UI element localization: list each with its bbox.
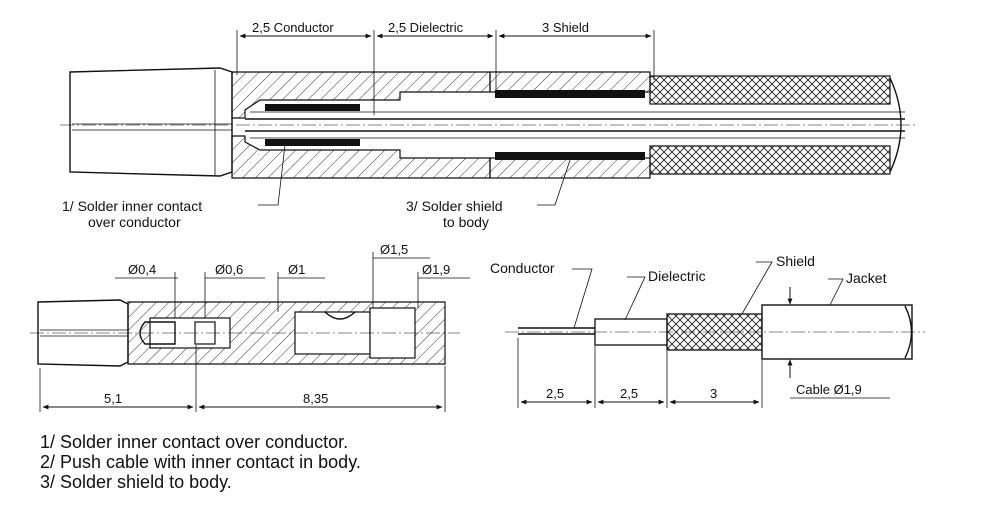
- dim-dielectric-label: 2,5 Dielectric: [388, 20, 464, 35]
- dia-0-4-label: Ø0,4: [128, 262, 156, 277]
- top-body-lower: [231, 135, 491, 179]
- step-3-text: 3/ Solder shield to body.: [40, 472, 232, 492]
- dim-shield-label: 3 Shield: [542, 20, 589, 35]
- callout-1-line1: 1/ Solder inner contact: [62, 198, 202, 214]
- cable-diameter-label: Cable Ø1,9: [796, 382, 862, 397]
- dia-1-label: Ø1: [288, 262, 305, 277]
- cable-jacket-label: Jacket: [846, 270, 887, 286]
- cable-shield-label: Shield: [776, 253, 815, 269]
- dia-1-9-label: Ø1,9: [422, 262, 450, 277]
- top-section-view: 2,5 Conductor 2,5 Dielectric 3 Shield 1/…: [60, 20, 915, 230]
- callout-3-line2: to body: [443, 214, 489, 230]
- len-8-35-label: 8,35: [303, 391, 328, 406]
- inner-contact-view: Ø0,4 Ø0,6 Ø1 Ø1,5 Ø1,9 5,1 8,35: [30, 242, 470, 412]
- cable-dim-c-label: 3: [710, 386, 717, 401]
- dia-1-5-label: Ø1,5: [380, 242, 408, 257]
- cable-dielectric-label: Dielectric: [648, 268, 706, 284]
- callout-3-line1: 3/ Solder shield: [406, 198, 503, 214]
- cable-conductor-label: Conductor: [490, 260, 555, 276]
- top-solder-shield-upper: [495, 90, 645, 98]
- cable-dim-b-label: 2,5: [620, 386, 638, 401]
- top-jacket-lower: [649, 145, 891, 175]
- dia-0-6-label: Ø0,6: [215, 262, 243, 277]
- step-1-text: 1/ Solder inner contact over conductor.: [40, 432, 349, 452]
- step-2-text: 2/ Push cable with inner contact in body…: [40, 452, 361, 472]
- callout-1-line2: over conductor: [88, 214, 181, 230]
- top-solder-shield-lower: [495, 152, 645, 160]
- top-solder-inner-upper: [265, 104, 360, 111]
- dim-conductor-label: 2,5 Conductor: [252, 20, 334, 35]
- len-5-1-label: 5,1: [104, 391, 122, 406]
- top-body-upper: [231, 71, 491, 119]
- cable-dim-a-label: 2,5: [546, 386, 564, 401]
- top-jacket-upper: [649, 75, 891, 105]
- top-left-sleeve: [69, 67, 233, 177]
- cable-strip-view: Conductor Dielectric Shield Jacket 2,5 2…: [490, 253, 925, 408]
